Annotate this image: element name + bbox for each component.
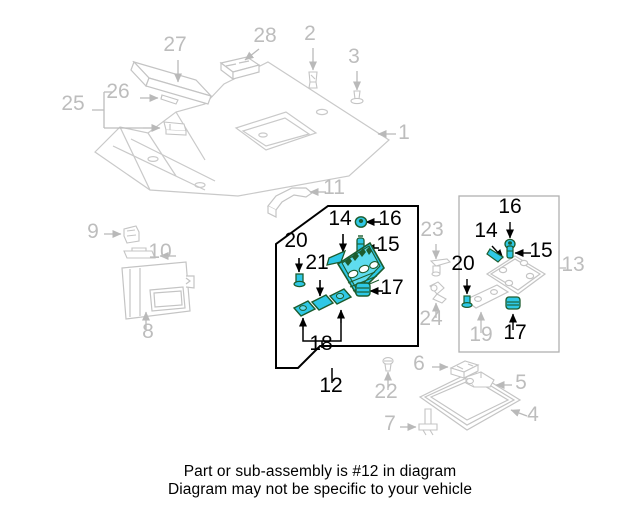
box13-console-body xyxy=(485,255,547,295)
callout-21: 21 xyxy=(305,251,328,274)
callout-25: 25 xyxy=(61,92,84,115)
part-6-sunroof-pad xyxy=(449,360,480,379)
part-2-retainer xyxy=(308,71,318,89)
leader-4 xyxy=(510,409,528,417)
callout-22: 22 xyxy=(374,380,397,403)
part-11-grab-handle xyxy=(267,187,314,218)
part-23-fastener xyxy=(429,258,452,277)
callout-17a: 17 xyxy=(380,276,403,299)
box13-part-20-screw xyxy=(461,295,473,309)
callout-16b: 16 xyxy=(498,195,521,218)
callout-12: 12 xyxy=(319,374,342,397)
callout-26: 26 xyxy=(106,80,129,103)
bracket-25-26 xyxy=(92,91,143,129)
part-18-switch-left xyxy=(292,300,317,317)
part-28-roof-module xyxy=(219,56,261,81)
part-5-bracket xyxy=(465,371,495,388)
callout-9: 9 xyxy=(87,220,99,243)
leader-28 xyxy=(244,48,260,61)
callout-14b: 14 xyxy=(474,219,498,242)
callout-24: 24 xyxy=(419,307,443,330)
box13-part-15-bulb xyxy=(506,245,514,259)
callout-15a: 15 xyxy=(376,233,399,256)
part-24-fastener xyxy=(429,281,447,304)
banner-line-1: Part or sub-assembly is #12 in diagram xyxy=(183,463,457,481)
part-25-clip xyxy=(163,121,187,136)
part-16-nut xyxy=(354,216,368,228)
callout-16a: 16 xyxy=(378,207,401,230)
callout-2: 2 xyxy=(304,22,316,45)
callout-15b: 15 xyxy=(529,239,552,262)
part-18-switch-right xyxy=(328,288,353,305)
part-27-roof-trim-strip xyxy=(130,60,213,105)
bracket-18 xyxy=(302,323,342,348)
part-7-screw xyxy=(418,408,438,436)
part-12-overhead-console xyxy=(336,241,385,297)
part-3-screw xyxy=(350,90,364,105)
info-banner: Part or sub-assembly is #12 in diagram D… xyxy=(18,458,622,504)
part-21-switch-middle xyxy=(310,294,335,311)
callout-6: 6 xyxy=(413,352,425,375)
callout-3: 3 xyxy=(348,45,360,68)
highlight-box-12 xyxy=(275,205,419,369)
callout-17b: 17 xyxy=(503,321,526,344)
callout-28: 28 xyxy=(253,24,276,47)
part-20-screw xyxy=(293,273,306,288)
part-10-visor-clip xyxy=(123,247,156,259)
part-8-sun-visor xyxy=(121,261,195,320)
callout-14a: 14 xyxy=(328,207,352,230)
callout-4: 4 xyxy=(527,403,539,426)
callout-20a: 20 xyxy=(284,229,307,252)
banner-line-2: Diagram may not be specific to your vehi… xyxy=(167,481,473,498)
callout-10: 10 xyxy=(148,240,171,263)
part-22-bolt xyxy=(382,357,394,372)
callout-18: 18 xyxy=(309,332,332,355)
part-9-visor-hook xyxy=(123,225,140,244)
headliner-sunroof-opening xyxy=(234,111,318,151)
callout-8: 8 xyxy=(142,320,154,343)
part-4-sunroof-glass xyxy=(418,370,522,431)
part-17-switch xyxy=(355,282,371,297)
box13-part-17-switch xyxy=(505,296,521,310)
callout-27: 27 xyxy=(163,33,186,56)
callout-1: 1 xyxy=(398,121,410,144)
callout-20b: 20 xyxy=(451,252,474,275)
part-26-clip xyxy=(160,94,179,105)
callout-5: 5 xyxy=(515,371,527,394)
callout-11: 11 xyxy=(323,176,345,199)
callout-7: 7 xyxy=(384,412,396,435)
callout-13: 13 xyxy=(561,253,584,276)
callout-19: 19 xyxy=(469,323,492,346)
box13-part-14-lens xyxy=(486,248,504,263)
callout-23: 23 xyxy=(420,218,443,241)
